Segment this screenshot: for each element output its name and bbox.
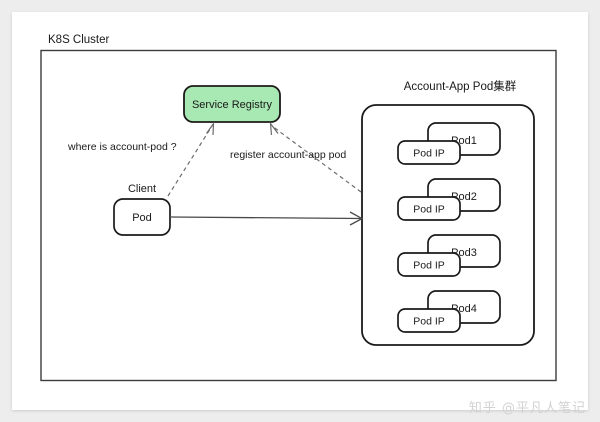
pod-group-box	[361, 104, 535, 346]
client-caption: Client	[128, 183, 156, 195]
pod-ip-box	[397, 140, 461, 165]
zhihu-watermark: 知乎 @平凡人笔记	[468, 401, 586, 416]
edge-query-arrowhead	[206, 121, 215, 136]
service-registry-box[interactable]	[183, 85, 281, 123]
edge-register-label: register account-app pod	[230, 149, 346, 161]
edge-invoke-line	[169, 216, 362, 220]
edge-query-label: where is account-pod ?	[67, 141, 177, 153]
pod-ip-label: Pod IP	[413, 148, 445, 160]
pod-group-label: Account-App Pod集群	[404, 79, 517, 93]
pod-item[interactable]: Pod1 Pod IP	[397, 122, 501, 165]
k8s-cluster-frame	[40, 49, 557, 382]
service-registry-label: Service Registry	[192, 99, 273, 111]
pod-item[interactable]: Pod4 Pod IP	[397, 290, 501, 333]
pod-item[interactable]: Pod3 Pod IP	[397, 234, 501, 277]
k8s-cluster-label: K8S Cluster	[48, 34, 110, 46]
pod-ip-label: Pod IP	[413, 316, 445, 328]
edge-register-arrowhead	[269, 121, 279, 136]
pod-ip-box	[397, 252, 461, 277]
pod-ip-box	[397, 196, 461, 221]
edge-query-line	[167, 125, 213, 197]
pod-ip-label: Pod IP	[413, 260, 445, 272]
edge-register-line	[271, 125, 362, 193]
pod-ip-label: Pod IP	[413, 204, 445, 216]
client-pod-label: Pod	[132, 212, 152, 224]
pod-item[interactable]: Pod2 Pod IP	[397, 178, 501, 221]
edge-invoke-arrowhead	[349, 211, 364, 226]
pod-ip-box	[397, 308, 461, 333]
